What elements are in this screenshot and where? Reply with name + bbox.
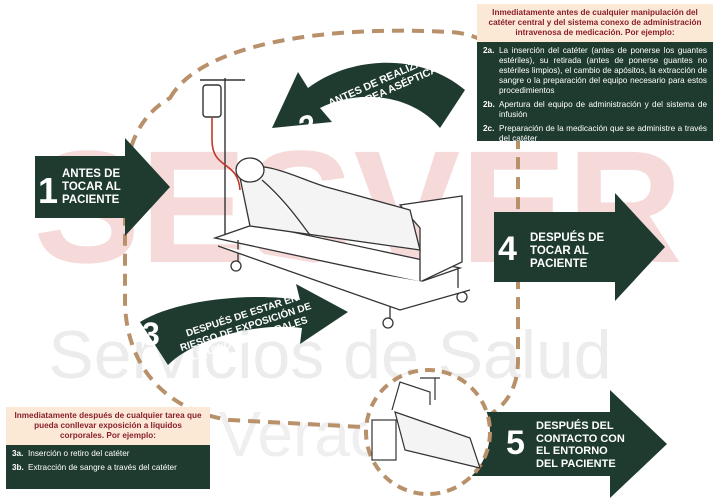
list-item: 2b. Apertura del equipo de administració… bbox=[477, 100, 713, 120]
list-item-key: 2a. bbox=[483, 46, 499, 96]
list-item-key: 2b. bbox=[483, 100, 499, 120]
info-box-moment-3-heading: Inmediatamente después de cualquier tare… bbox=[6, 407, 210, 445]
list-item: 3a. Inserción o retiro del catéter bbox=[6, 449, 210, 459]
list-item-key: 3b. bbox=[12, 463, 28, 473]
moment-5-number: 5 bbox=[506, 424, 525, 463]
moment-5-label: DESPUÉS DEL CONTACTO CON EL ENTORNO DEL … bbox=[536, 420, 626, 470]
moment-4-number: 4 bbox=[498, 230, 517, 269]
list-item-key: 2c. bbox=[483, 124, 499, 144]
list-item: 2a. La inserción del catéter (antes de p… bbox=[477, 46, 713, 96]
info-box-moment-2-heading: Inmediatamente antes de cualquier manipu… bbox=[477, 4, 713, 42]
iv-stand-illustration bbox=[200, 78, 245, 235]
list-item-text: La inserción del catéter (antes de poner… bbox=[499, 46, 707, 96]
moment-1-number: 1 bbox=[38, 170, 58, 212]
list-item: 3b. Extracción de sangre a través del ca… bbox=[6, 463, 210, 473]
moment-4-label: DESPUÉS DE TOCAR AL PACIENTE bbox=[530, 232, 614, 271]
moment-1-label: ANTES DE TOCAR AL PACIENTE bbox=[62, 168, 138, 207]
info-box-moment-3: Inmediatamente después de cualquier tare… bbox=[6, 407, 210, 489]
list-item-key: 3a. bbox=[12, 449, 28, 459]
moment-3-number: 3 bbox=[142, 316, 160, 353]
list-item-text: Inserción o retiro del catéter bbox=[28, 449, 204, 459]
list-item-text: Apertura del equipo de administración y … bbox=[499, 100, 707, 120]
list-item-text: Extracción de sangre a través del catéte… bbox=[28, 463, 204, 473]
info-box-moment-2: Inmediatamente antes de cualquier manipu… bbox=[477, 4, 713, 141]
list-item: 2c. Preparación de la medicación que se … bbox=[477, 124, 713, 144]
list-item-text: Preparación de la medicación que se admi… bbox=[499, 124, 707, 144]
